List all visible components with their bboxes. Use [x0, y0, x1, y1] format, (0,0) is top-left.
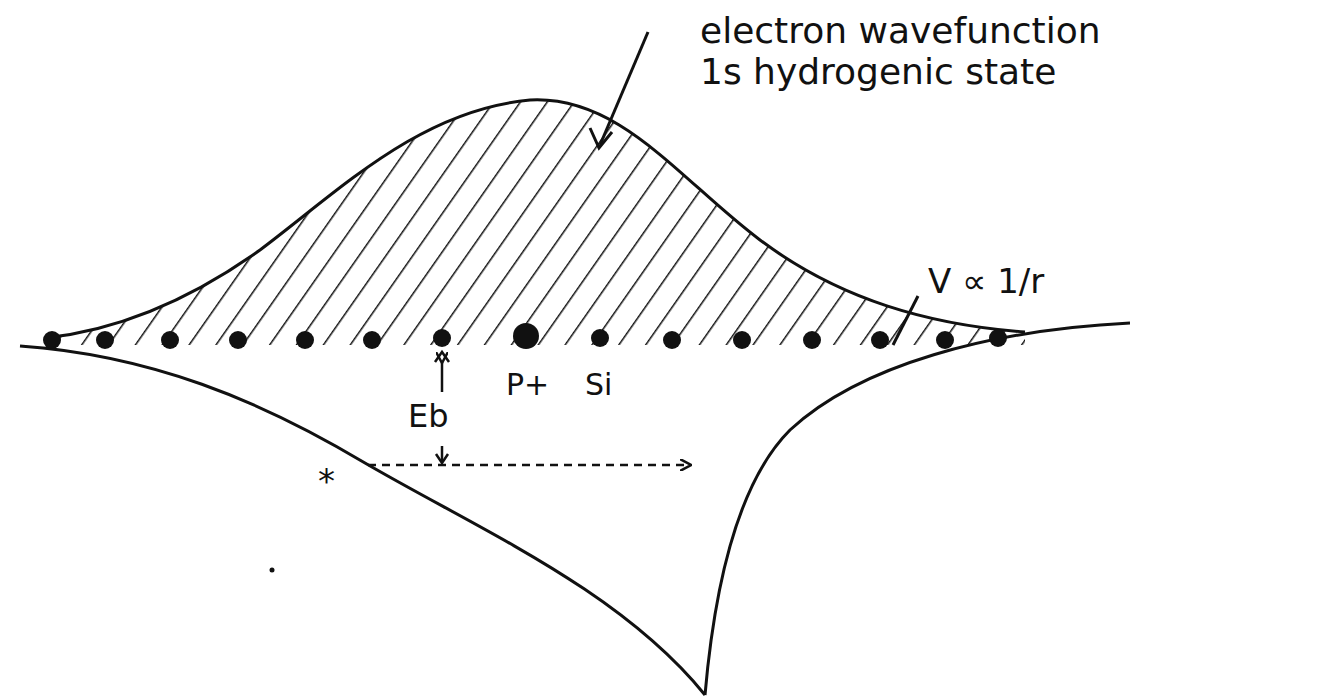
- potential-label-text: V ∝ 1/r: [928, 261, 1044, 301]
- potential-curve: [705, 323, 1130, 695]
- arrow-head: [590, 128, 612, 148]
- potential-label: V ∝ 1/r: [928, 262, 1044, 301]
- energy-arrow: [441, 362, 444, 392]
- wavefunction-hatch: [40, 90, 1040, 350]
- level-line: [368, 464, 690, 467]
- arrow-head: [435, 352, 449, 362]
- wavefunction-label-text: electron wavefunction 1s hydrogenic stat…: [700, 10, 1101, 92]
- donor-label: P+: [506, 368, 549, 403]
- leader-line: [600, 32, 648, 145]
- atom-row: [43, 323, 1007, 349]
- wavefunction-label: electron wavefunction 1s hydrogenic stat…: [700, 10, 1140, 93]
- energy-label-text: Eb: [408, 397, 449, 435]
- leader-line: [893, 296, 918, 345]
- atom-label: Si: [585, 368, 612, 403]
- wavefunction-curve: [45, 100, 1025, 338]
- atom-label-text: Si: [585, 367, 612, 402]
- energy-label: Eb: [408, 398, 449, 435]
- potential-curve: [20, 346, 705, 695]
- donor-label-text: P+: [506, 367, 549, 402]
- marker-label-text: *: [318, 461, 335, 501]
- stray-dot: [270, 568, 275, 573]
- arrow-head: [436, 454, 448, 463]
- marker-label: *: [318, 462, 335, 501]
